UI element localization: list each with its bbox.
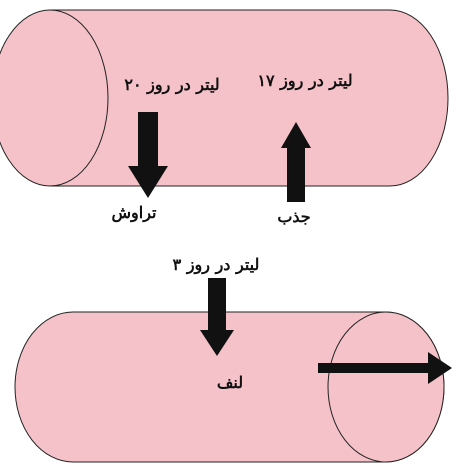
top-vessel-body — [0, 9, 449, 187]
filtration-label: تراوش — [112, 203, 158, 223]
lymph-label: لنف — [217, 373, 243, 392]
lymph-outflow-arrow — [318, 352, 452, 384]
lymph-rate-label: ۳ لیتر در روز — [173, 255, 260, 275]
absorption-label: جذب — [277, 207, 310, 226]
filtration-arrow — [128, 112, 168, 198]
filtration-rate-label: ۲۰ لیتر در روز — [124, 75, 219, 95]
top-vessel-left-end — [49, 9, 109, 187]
bottom-vessel-right-end — [327, 311, 445, 463]
absorption-arrow — [281, 122, 311, 202]
top-vessel: ۲۰ لیتر در روز ۱۷ لیتر در روز — [0, 9, 449, 187]
bottom-vessel: لنف — [14, 311, 445, 463]
lymph-arrow — [200, 278, 234, 356]
absorption-rate-label: ۱۷ لیتر در روز — [257, 71, 352, 91]
